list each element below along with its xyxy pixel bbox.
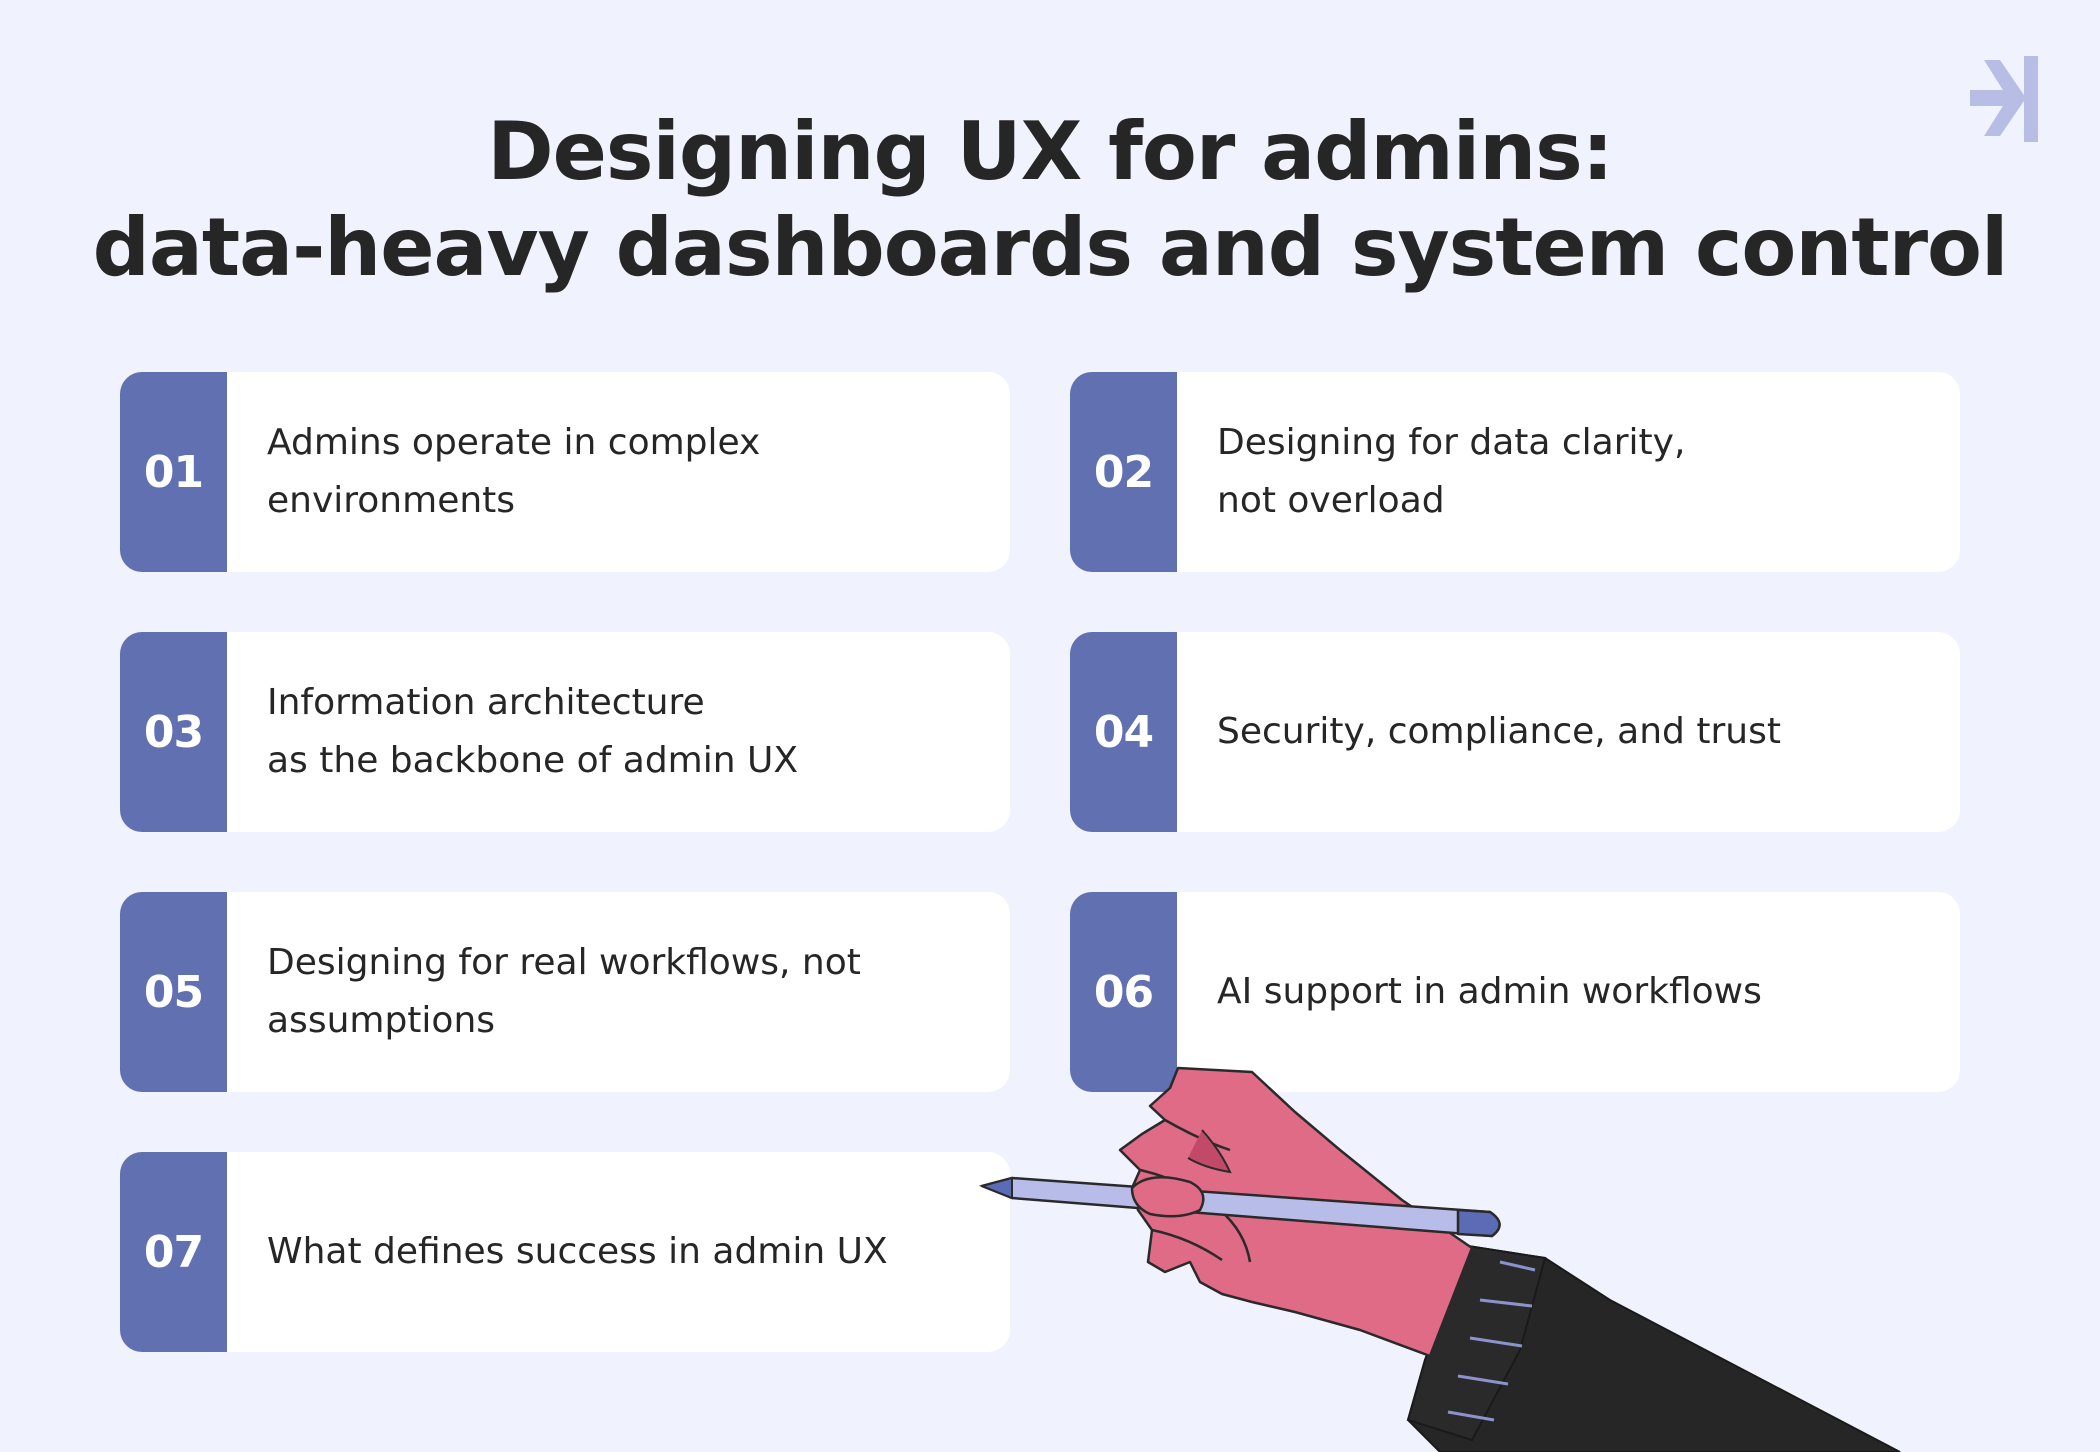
- item-text-line-1: What defines success in admin UX: [267, 1231, 888, 1272]
- item-text-line-1: AI support in admin workflows: [1217, 971, 1762, 1012]
- page-title-line-2: data-heavy dashboards and system control: [92, 201, 2009, 294]
- item-text: Security, compliance, and trust: [1217, 632, 1917, 832]
- item-text-line-2: assumptions: [267, 1000, 496, 1041]
- list-item-07: 07 What defines success in admin UX: [120, 1152, 1010, 1352]
- arrow-into-bar-icon: [1970, 56, 2038, 142]
- item-text-line-1: Admins operate in complex: [267, 422, 761, 463]
- page-title: Designing UX for admins: data-heavy dash…: [0, 104, 2100, 296]
- list-item-01: 01 Admins operate in complex environment…: [120, 372, 1010, 572]
- list-item-06: 06 AI support in admin workflows: [1070, 892, 1960, 1092]
- item-text-line-2: not overload: [1217, 480, 1445, 521]
- list-item-02: 02 Designing for data clarity, not overl…: [1070, 372, 1960, 572]
- item-text: Information architecture as the backbone…: [267, 632, 967, 832]
- item-number-badge: 07: [120, 1152, 227, 1352]
- item-number-badge: 04: [1070, 632, 1177, 832]
- list-item-05: 05 Designing for real workflows, not ass…: [120, 892, 1010, 1092]
- item-text-line-1: Information architecture: [267, 682, 705, 723]
- item-text: AI support in admin workflows: [1217, 892, 1917, 1092]
- item-text: Designing for data clarity, not overload: [1217, 372, 1917, 572]
- item-text-line-2: environments: [267, 480, 516, 521]
- item-number-badge: 02: [1070, 372, 1177, 572]
- page-title-line-1: Designing UX for admins:: [487, 105, 1614, 198]
- item-text: Designing for real workflows, not assump…: [267, 892, 967, 1092]
- list-item-04: 04 Security, compliance, and trust: [1070, 632, 1960, 832]
- item-text: What defines success in admin UX: [267, 1152, 967, 1352]
- list-item-03: 03 Information architecture as the backb…: [120, 632, 1010, 832]
- item-number-badge: 06: [1070, 892, 1177, 1092]
- item-text-line-1: Designing for real workflows, not: [267, 942, 861, 983]
- item-text-line-1: Designing for data clarity,: [1217, 422, 1686, 463]
- item-number-badge: 01: [120, 372, 227, 572]
- item-number-badge: 05: [120, 892, 227, 1092]
- item-number-badge: 03: [120, 632, 227, 832]
- item-text-line-1: Security, compliance, and trust: [1217, 711, 1781, 752]
- item-text-line-2: as the backbone of admin UX: [267, 740, 799, 781]
- item-text: Admins operate in complex environments: [267, 372, 967, 572]
